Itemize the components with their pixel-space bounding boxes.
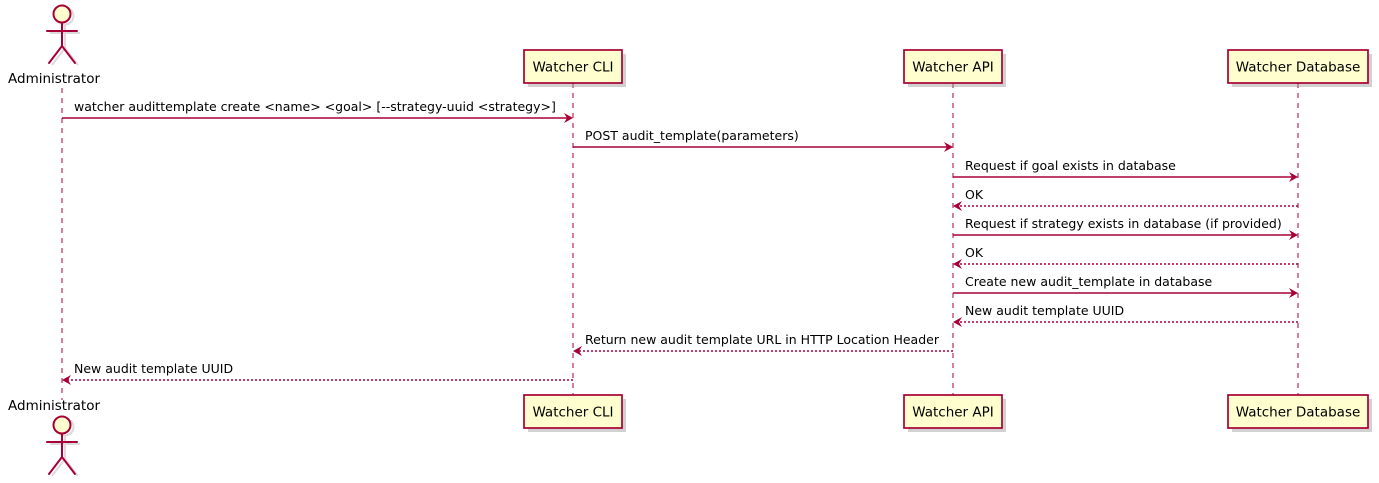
message-4-database-to-api[interactable]: OK	[953, 187, 1298, 211]
message-1-admin-to-cli[interactable]: watcher audittemplate create <name> <goa…	[62, 99, 573, 123]
message-label: OK	[965, 245, 984, 260]
actor-administrator-bottom[interactable]: Administrator	[8, 398, 100, 477]
actor-shadow-top	[50, 6, 80, 66]
message-7-api-to-database[interactable]: Create new audit_template in database	[953, 274, 1298, 298]
message-label: New audit template UUID	[74, 361, 233, 376]
participant-box-rect	[1227, 49, 1369, 84]
participant-box-database-bottom[interactable]: Watcher Database	[1227, 394, 1372, 432]
message-label: POST audit_template(parameters)	[585, 128, 799, 143]
message-6-database-to-api[interactable]: OK	[953, 245, 1298, 269]
message-arrowhead	[573, 346, 582, 356]
participant-box-cli-top[interactable]: Watcher CLI	[523, 49, 626, 87]
participant-box-rect	[1227, 394, 1369, 429]
actor-label-top: Administrator	[8, 71, 100, 87]
message-10-cli-to-admin[interactable]: New audit template UUID	[62, 361, 573, 385]
participant-box-rect	[903, 49, 1003, 84]
participant-box-rect	[523, 49, 623, 84]
message-8-database-to-api[interactable]: New audit template UUID	[953, 303, 1298, 327]
message-9-api-to-cli[interactable]: Return new audit template URL in HTTP Lo…	[573, 332, 953, 356]
participant-boxes-bottom: Watcher CLI Watcher API Watcher Database	[523, 394, 1372, 432]
participant-label-database: Watcher Database	[1236, 405, 1361, 421]
message-arrowhead	[953, 317, 962, 327]
participant-box-api-bottom[interactable]: Watcher API	[903, 394, 1006, 432]
message-2-cli-to-api[interactable]: POST audit_template(parameters)	[573, 128, 953, 152]
participant-box-rect	[523, 394, 623, 429]
message-arrowhead	[944, 142, 953, 152]
message-5-api-to-database[interactable]: Request if strategy exists in database (…	[953, 216, 1298, 240]
participant-label-api: Watcher API	[912, 405, 994, 421]
participant-label-cli: Watcher CLI	[532, 405, 613, 421]
message-label: New audit template UUID	[965, 303, 1124, 318]
participant-label-api: Watcher API	[912, 60, 994, 76]
actor-head-top	[52, 4, 72, 24]
participant-box-cli-bottom[interactable]: Watcher CLI	[523, 394, 626, 432]
message-arrowhead	[953, 201, 962, 211]
message-label: Return new audit template URL in HTTP Lo…	[585, 332, 940, 347]
participant-box-rect	[903, 394, 1003, 429]
message-arrowhead	[62, 375, 71, 385]
message-label: Request if goal exists in database	[965, 158, 1176, 173]
actor-label-bottom: Administrator	[8, 398, 100, 414]
participant-label-cli: Watcher CLI	[532, 60, 613, 76]
message-arrowhead	[953, 259, 962, 269]
message-label: Create new audit_template in database	[965, 274, 1212, 289]
message-arrowhead	[1289, 172, 1298, 182]
actor-body-top	[46, 22, 78, 64]
message-label: Request if strategy exists in database (…	[965, 216, 1282, 231]
actor-administrator-top[interactable]: Administrator	[8, 4, 100, 88]
message-label: watcher audittemplate create <name> <goa…	[74, 99, 556, 114]
participant-label-database: Watcher Database	[1236, 60, 1361, 76]
message-arrowhead	[1289, 230, 1298, 240]
message-3-api-to-database[interactable]: Request if goal exists in database	[953, 158, 1298, 182]
message-label: OK	[965, 187, 984, 202]
lifelines-group	[61, 83, 1299, 400]
message-arrowhead	[1289, 288, 1298, 298]
messages-group: watcher audittemplate create <name> <goa…	[62, 99, 1298, 385]
participant-boxes-top: Watcher CLI Watcher API Watcher Database	[523, 49, 1372, 87]
participant-box-database-top[interactable]: Watcher Database	[1227, 49, 1372, 87]
message-arrowhead	[564, 113, 573, 123]
actor-body-bottom	[46, 433, 78, 475]
participant-box-api-top[interactable]: Watcher API	[903, 49, 1006, 87]
actor-head-bottom	[52, 415, 72, 435]
